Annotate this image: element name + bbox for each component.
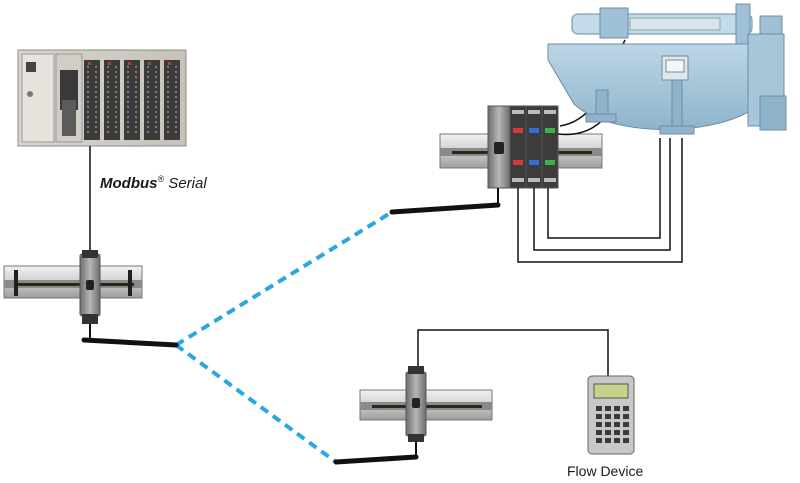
wireless-link-lower (174, 343, 338, 464)
flow-device-cable (417, 329, 609, 376)
flow-meter-device-icon (587, 375, 635, 455)
protocol-label-bold: Modbus (100, 175, 158, 192)
protocol-label-rest: Serial (164, 175, 207, 192)
wireless-node-icon (333, 366, 493, 465)
protocol-label-registered: ® (157, 174, 165, 184)
wireless-links (174, 210, 394, 464)
remote-io-node-icon (389, 105, 603, 215)
plc-rack-icon (17, 49, 187, 147)
industrial-machine-icon (547, 3, 787, 135)
flow-device-label: Flow Device (567, 463, 644, 479)
wireless-gateway-icon (3, 250, 179, 348)
protocol-label: Modbus® Serial (100, 174, 207, 192)
wireless-link-upper (174, 210, 394, 347)
